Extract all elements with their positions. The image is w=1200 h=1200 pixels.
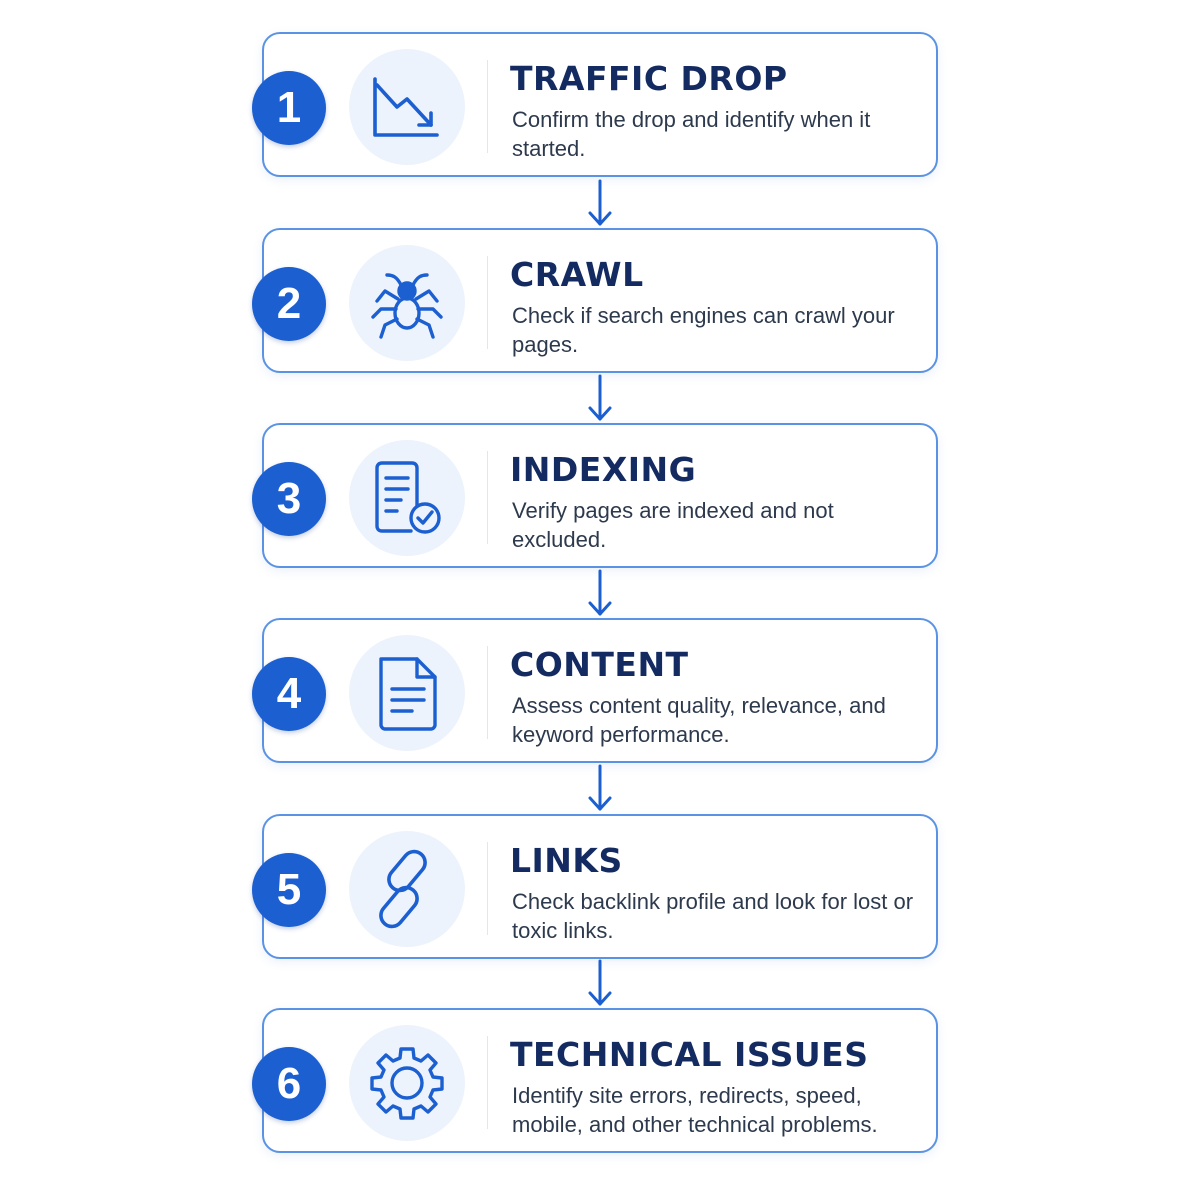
step-title: LINKS — [510, 841, 623, 880]
divider — [487, 842, 488, 935]
connector-arrow — [588, 764, 612, 814]
step-title: CONTENT — [510, 645, 689, 684]
step-number-badge: 2 — [252, 267, 326, 341]
divider — [487, 646, 488, 739]
step-title: INDEXING — [510, 450, 697, 489]
divider — [487, 60, 488, 153]
step-description: Check backlink profile and look for lost… — [512, 889, 914, 943]
step-title: TRAFFIC DROP — [510, 59, 788, 98]
step-card-crawl: 2 CRAWL Check if search engines can craw… — [252, 228, 938, 373]
step-number-badge: 1 — [252, 71, 326, 145]
step-card-traffic-drop: 1 TRAFFIC DROP Confirm the drop and iden… — [252, 32, 938, 177]
step-card-links: 5 LINKS Check backlink profile and look … — [252, 814, 938, 959]
spider-icon — [349, 245, 465, 361]
step-number-badge: 5 — [252, 853, 326, 927]
trending-down-icon — [349, 49, 465, 165]
divider — [487, 256, 488, 349]
step-number-badge: 6 — [252, 1047, 326, 1121]
gear-icon — [349, 1025, 465, 1141]
step-card-technical-issues: 6 TECHNICAL ISSUES Identify site errors,… — [252, 1008, 938, 1153]
connector-arrow — [588, 569, 612, 619]
step-title: TECHNICAL ISSUES — [510, 1035, 869, 1074]
step-number-badge: 4 — [252, 657, 326, 731]
divider — [487, 1036, 488, 1129]
step-card-indexing: 3 INDEXING Verify pages are indexed and … — [252, 423, 938, 568]
connector-arrow — [588, 959, 612, 1009]
step-description: Confirm the drop and identify when it st… — [512, 107, 871, 161]
connector-arrow — [588, 179, 612, 229]
step-number-badge: 3 — [252, 462, 326, 536]
step-description: Assess content quality, relevance, and k… — [512, 693, 886, 747]
step-title: CRAWL — [510, 255, 644, 294]
step-description: Verify pages are indexed and not exclude… — [512, 498, 834, 552]
divider — [487, 451, 488, 544]
step-description: Identify site errors, redirects, speed, … — [512, 1083, 878, 1137]
step-card-content: 4 CONTENT Assess content quality, releva… — [252, 618, 938, 763]
document-icon — [349, 635, 465, 751]
step-description: Check if search engines can crawl your p… — [512, 303, 895, 357]
link-icon — [349, 831, 465, 947]
connector-arrow — [588, 374, 612, 424]
document-check-icon — [349, 440, 465, 556]
